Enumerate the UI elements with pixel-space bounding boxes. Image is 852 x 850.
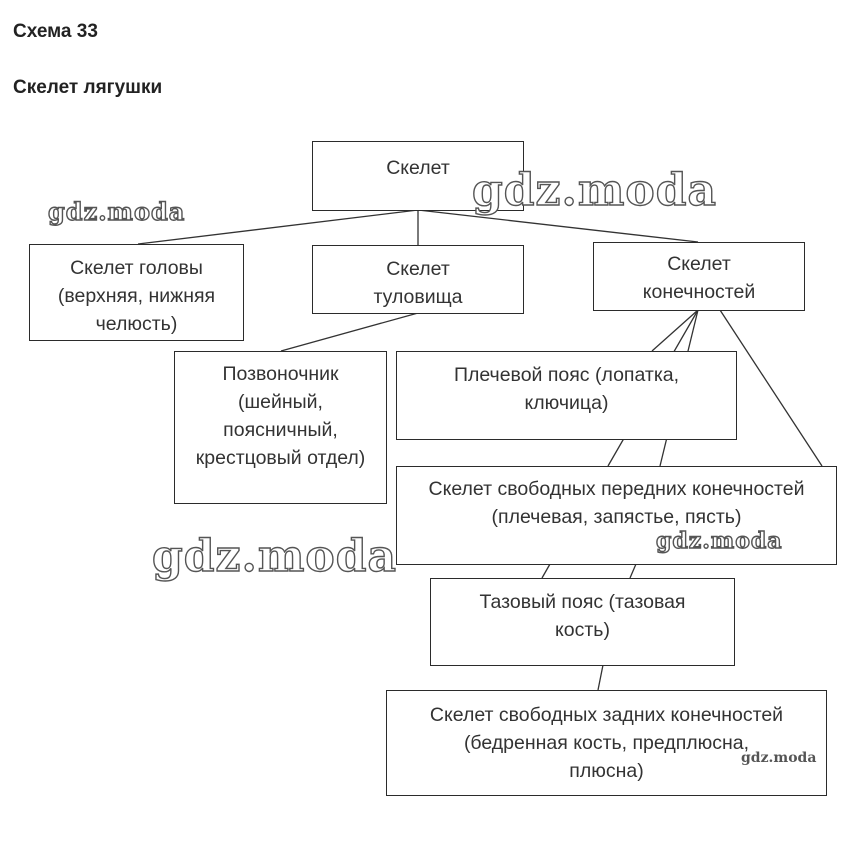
watermark: gdz.moda: [151, 530, 398, 582]
box-hind-limbs: Скелет свободных задних конечностей (бед…: [386, 690, 827, 796]
box-front-limbs: Скелет свободных передних конечностей (п…: [396, 466, 837, 565]
box-pelvic-girdle-label: Тазовый пояс (тазовая кость): [479, 591, 686, 641]
watermark: gdz.moda: [471, 164, 718, 216]
connector-limbs-right: [719, 309, 823, 467]
connector-trunk-spine: [280, 312, 419, 352]
box-skeleton-root-label: Скелет: [386, 157, 450, 179]
connector-root-limbs: [417, 209, 699, 243]
box-spine: Позвоночник (шейный, поясничный, крестцо…: [174, 351, 387, 504]
box-spine-label: Позвоночник (шейный, поясничный, крестцо…: [195, 363, 366, 469]
box-hind-limbs-label: Скелет свободных задних конечностей (бед…: [429, 704, 784, 782]
box-limbs-skeleton-label: Скелет конечностей: [642, 253, 756, 303]
diagram-title: Скелет лягушки: [13, 77, 163, 98]
box-front-limbs-label: Скелет свободных передних конечностей (п…: [428, 478, 805, 528]
connector-root-head: [137, 209, 419, 245]
connector-front-pelvic-a: [541, 563, 551, 579]
watermark: gdz.moda: [655, 527, 783, 554]
box-limbs-skeleton: Скелет конечностей: [593, 242, 805, 311]
watermark: gdz.moda: [47, 196, 186, 226]
box-skeleton-root: Скелет: [312, 141, 524, 211]
connector-pelvic-hind: [597, 664, 604, 691]
box-head-skeleton: Скелет головы (верхняя, нижняя челюсть): [29, 244, 244, 341]
box-trunk-skeleton: Скелет туловища: [312, 245, 524, 314]
scheme-number: Схема 33: [13, 21, 98, 42]
connector-limbs-shoulder: [651, 309, 699, 352]
box-head-skeleton-label: Скелет головы (верхняя, нижняя челюсть): [57, 257, 216, 335]
box-trunk-skeleton-label: Скелет туловища: [373, 258, 463, 308]
watermark: gdz.moda: [741, 750, 817, 766]
box-shoulder-girdle-label: Плечевой пояс (лопатка, ключица): [453, 364, 680, 414]
box-pelvic-girdle: Тазовый пояс (тазовая кость): [430, 578, 735, 666]
box-shoulder-girdle: Плечевой пояс (лопатка, ключица): [396, 351, 737, 440]
connector-front-pelvic-b: [629, 563, 637, 579]
